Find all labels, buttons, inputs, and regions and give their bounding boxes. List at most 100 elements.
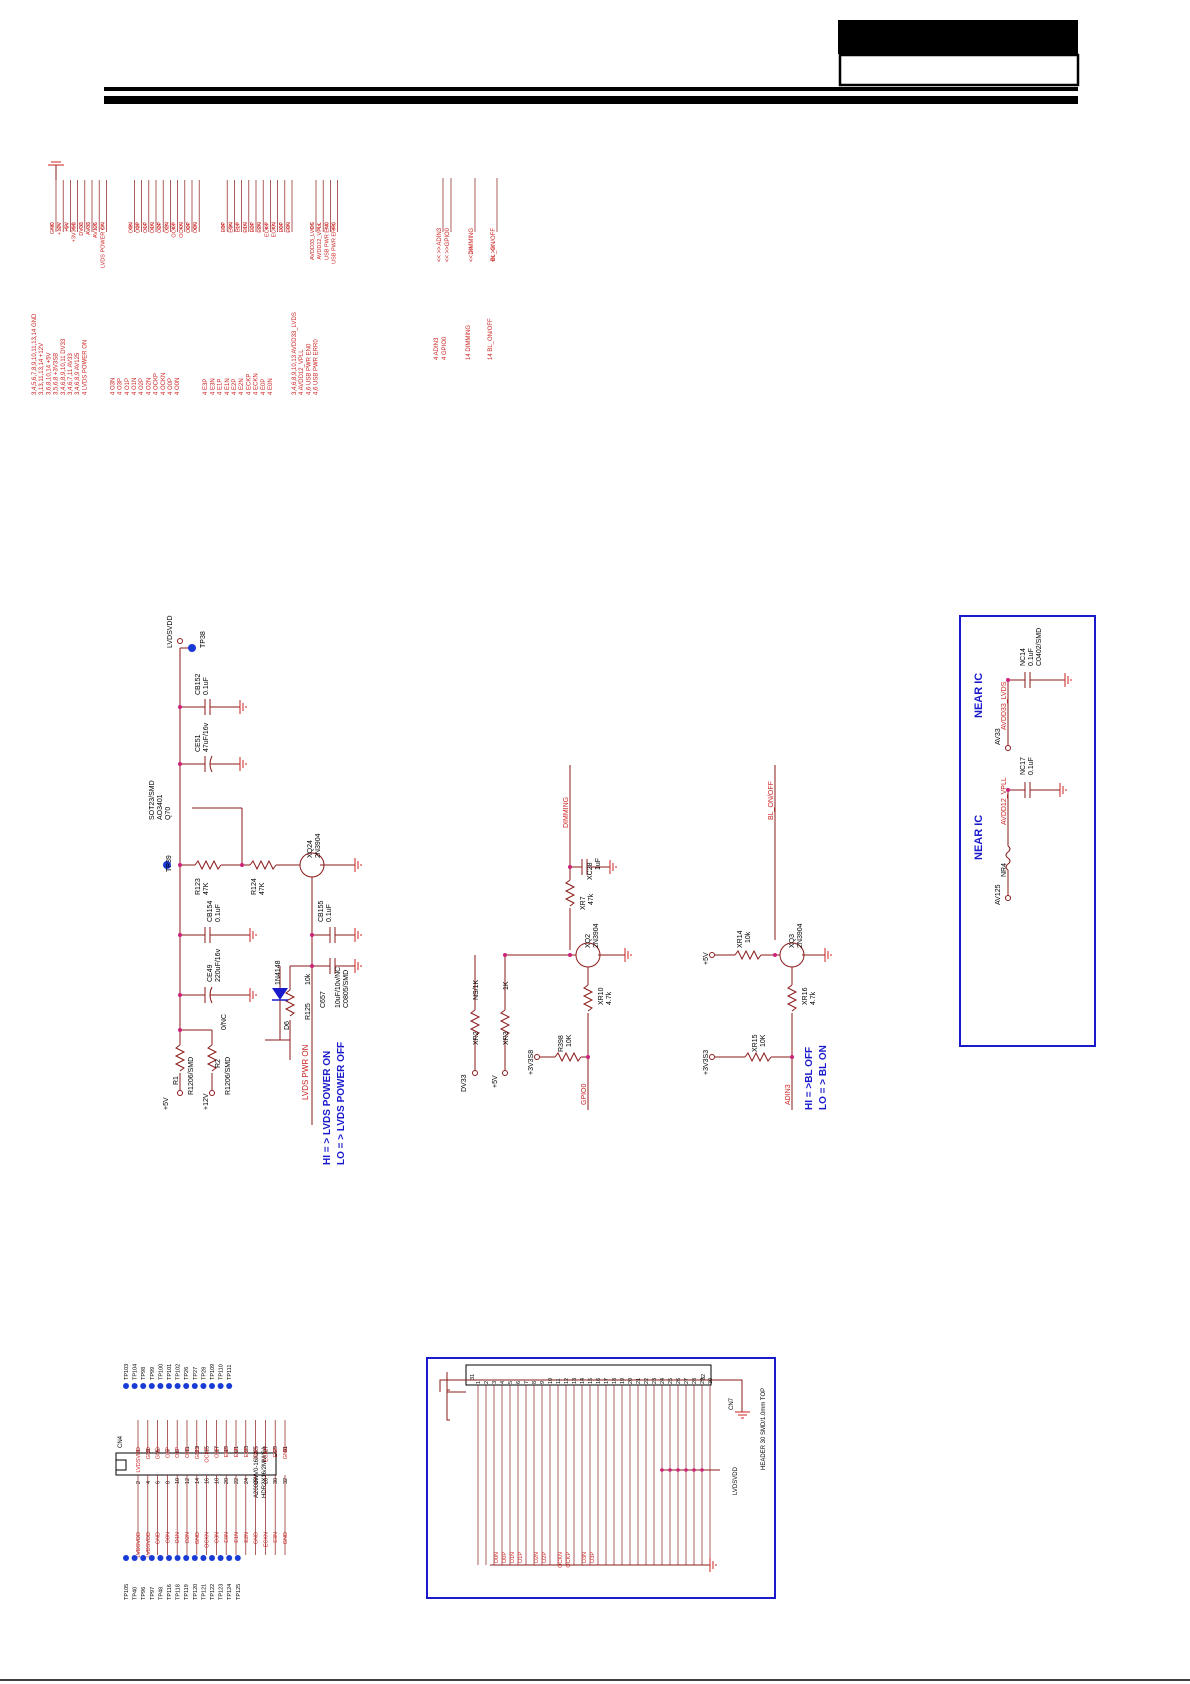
cn4-testpoint (174, 1555, 181, 1561)
ce49-value: 220uF/16v (215, 948, 222, 982)
cn7-net-label: O0N (494, 1552, 500, 1563)
cn7-pin: 7 (524, 1381, 530, 1384)
cn4-net-odd: GND (146, 1447, 152, 1459)
cn7-net-label: OCKP (566, 1552, 572, 1568)
dimming-junctions (503, 865, 590, 1059)
page-netlist-bus: <<GND<<+12V<<+5V<<+3V3SB<<DV33<<AV33<<AV… (48, 161, 338, 268)
cn4-net-even: GND (195, 1532, 201, 1544)
cn4-net-even: GND (283, 1532, 289, 1544)
bl-onoff-net-label: BL_ON/OFF (768, 781, 775, 820)
bus-arrow: << (279, 222, 285, 230)
cn4-tp-label: TP103 (124, 1364, 130, 1380)
title-block-box (838, 53, 1080, 87)
cn4-net-odd: E3P (273, 1447, 279, 1458)
cb155-ref: CB155 (318, 900, 325, 922)
cn7-pin: 12 (564, 1378, 570, 1384)
bus-arrow: << (257, 222, 263, 230)
cn7-pin: 9 (540, 1381, 546, 1384)
cn4-net-even: O0N (165, 1532, 171, 1543)
netlist-left-item: 3,4,5,6,7,8,9,10,11,13,14 GND (32, 313, 38, 395)
bus-net-label: O3N (128, 222, 134, 233)
cn7-net-label: O2N (534, 1552, 540, 1563)
dim-3v3-label: +3V3S8 (528, 1050, 535, 1075)
netlist-left-item: 4,6 USB PWR ERR0 (314, 339, 320, 395)
nc14-ref: NC14 (1020, 648, 1027, 666)
cn7-pin: 1 (476, 1381, 482, 1384)
bus-net-label: OCKN (179, 222, 185, 238)
netlist-left-item: 3,6,8,10,14 +5V (46, 352, 52, 395)
cn4-net-odd: O3P (214, 1447, 220, 1458)
tp39-testpoint (163, 861, 171, 869)
cn4-testpoint (183, 1383, 190, 1389)
cn4-pin-odd: 19 (224, 1446, 230, 1452)
header-rule-thin (104, 87, 1078, 91)
bus-net-label: USB PWR ERR0 (332, 222, 338, 264)
cn7-pin: 6 (516, 1381, 522, 1384)
bus-net-label: E0P (279, 222, 285, 233)
cn7-pin: 10 (548, 1378, 554, 1384)
cn4-testpoint (123, 1555, 129, 1561)
bl-note-lo: LO = > BL ON (818, 1045, 829, 1110)
cn4-pin-odd: 11 (185, 1446, 191, 1452)
cn4-ref: CN4 (118, 1435, 124, 1448)
cn7-pin: 29 (700, 1378, 706, 1384)
dimming-net-label: DIMMING (563, 797, 570, 828)
bus-arrow: << (236, 222, 242, 230)
netlist-left-item: 4,6 USB PWR EN0 (306, 343, 312, 395)
cn4-net-odd: OCKP (205, 1447, 211, 1463)
xr15-resistor (744, 1051, 772, 1063)
c657-ref: C657 (320, 991, 327, 1008)
bus-arrow: << (332, 222, 338, 230)
r1-ref: R1 (173, 1076, 180, 1085)
dim-5v-label: +5V (492, 1075, 499, 1088)
cn7-pin: 2 (484, 1381, 490, 1384)
cb154-value: 0.1uF (215, 904, 222, 922)
cn7-pin: 4 (500, 1381, 506, 1384)
cn4-testpoint (131, 1555, 138, 1561)
cn4-part2: HDR2X16/2MM/SA (262, 1446, 268, 1498)
bus-net-label: AVDD33_LVDS (310, 222, 316, 260)
xr10-ref: XR10 (598, 987, 605, 1005)
tp38-testpoint (188, 644, 196, 652)
xr7-value: 47k (588, 893, 595, 905)
r2-value: 0/NC (221, 1014, 228, 1030)
bus-arrow: << (317, 222, 323, 230)
near-ic-title-a: NEAR IC (973, 815, 985, 860)
cn4-pin-odd: 27 (263, 1446, 269, 1452)
netlist-left-item: 4 O1P (125, 378, 131, 395)
cn4-testpoint (183, 1555, 190, 1561)
bus-net-label: E3P (221, 222, 227, 233)
netlist-left-item: 4 OCKN (161, 373, 167, 395)
cn4-net-odd: O2P (185, 1447, 191, 1458)
nr4-bead (1005, 845, 1011, 871)
bl-5v-label: +5V (703, 952, 710, 965)
near-ic-wires (1005, 672, 1065, 895)
xq2-part: 2N3904 (593, 923, 600, 948)
cn7-pin: 25 (668, 1378, 674, 1384)
cn4-net-odd: GND (254, 1447, 260, 1459)
cn4-tp-label: TP104 (133, 1364, 139, 1380)
cn4-pin-even: 12 (185, 1478, 191, 1484)
supply-5v-label: +5V (163, 1097, 170, 1110)
xr3-ref: XR3 (503, 1031, 510, 1045)
cn4-pin-even: 4 (146, 1481, 152, 1484)
cn7-pin: 21 (636, 1378, 642, 1384)
cn4-pin-odd: 23 (244, 1446, 250, 1452)
cn4-testpoint (131, 1383, 138, 1389)
backlight-grounds (824, 948, 832, 962)
nr4-ref: NR4 (1001, 863, 1008, 877)
r124-value: 47K (259, 882, 266, 895)
cn7-net-label: O0P (502, 1552, 508, 1563)
netlist-left-item: 4 AVDD12_VPLL (299, 349, 305, 395)
xr14-resistor (734, 949, 762, 961)
cn4-testpoint (191, 1555, 198, 1561)
cn4-net-odd: ECKP (263, 1447, 269, 1462)
cn7-rail-label: LVDSVDD (733, 1466, 739, 1495)
cn4-pin-odd: 5 (156, 1449, 162, 1452)
cn4-net-even: E2N (244, 1532, 250, 1543)
netlist-left-item: 4 ECKP (246, 374, 252, 395)
cn4-tp-label: TP100 (158, 1364, 164, 1380)
cn7-net-label: O2P (542, 1552, 548, 1563)
